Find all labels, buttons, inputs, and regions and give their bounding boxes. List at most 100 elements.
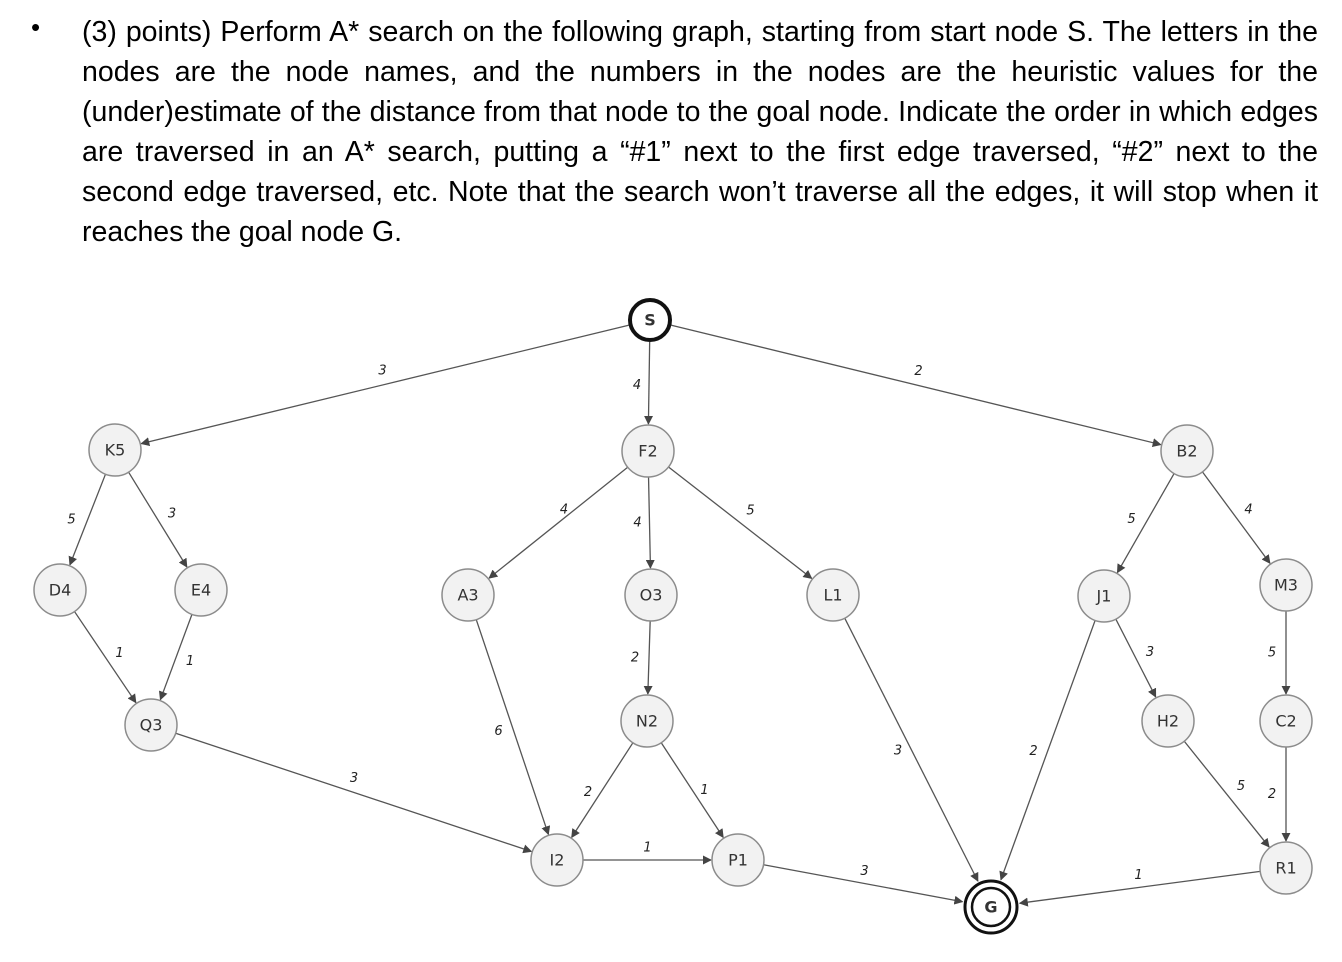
edge-S-F — [644, 341, 654, 425]
node-label: R1 — [1275, 859, 1296, 878]
node-label: E4 — [191, 581, 211, 600]
edge-weight-B-M: 4 — [1244, 503, 1252, 518]
edge-weight-O-N: 2 — [631, 651, 639, 666]
edge-L-G — [844, 617, 979, 882]
node-label: D4 — [49, 581, 72, 600]
node-label: A3 — [457, 586, 478, 605]
edge-Q-I — [175, 732, 533, 854]
node-F: F2 — [621, 424, 675, 478]
bullet-point: • — [31, 12, 41, 42]
edge-F-O — [645, 476, 655, 569]
node-E: E4 — [174, 563, 228, 617]
edge-weight-F-A: 4 — [560, 503, 568, 518]
node-label: O3 — [640, 586, 663, 605]
node-label: N2 — [636, 712, 658, 731]
edge-weight-N-I: 2 — [584, 785, 592, 800]
node-circle — [624, 568, 678, 622]
node-S: S — [628, 298, 672, 342]
edge-weight-S-K: 3 — [378, 364, 386, 379]
edge-H-R — [1183, 740, 1270, 848]
edge-weight-S-B: 2 — [914, 364, 922, 379]
node-circle — [441, 568, 495, 622]
edge-weight-F-O: 4 — [633, 516, 641, 531]
node-Q: Q3 — [124, 698, 178, 752]
node-O: O3 — [624, 568, 678, 622]
node-I: I2 — [530, 833, 584, 887]
node-label: K5 — [105, 441, 126, 460]
edge-F-A — [488, 466, 629, 579]
edge-weight-C-R: 2 — [1268, 787, 1276, 802]
node-label: I2 — [550, 851, 565, 870]
node-circle — [1259, 558, 1313, 612]
node-K: K5 — [88, 423, 142, 477]
edge-B-M — [1201, 471, 1271, 565]
node-label: G — [984, 898, 997, 917]
edge-J-H — [1115, 618, 1157, 698]
node-label: J1 — [1096, 587, 1112, 606]
node-circle — [1141, 694, 1195, 748]
node-J: J1 — [1077, 569, 1131, 623]
node-P: P1 — [711, 833, 765, 887]
node-label: B2 — [1176, 442, 1197, 461]
edge-E-Q — [158, 614, 193, 701]
node-C: C2 — [1259, 694, 1313, 748]
edge-weight-N-P: 1 — [700, 783, 708, 798]
node-R: R1 — [1259, 841, 1313, 895]
edge-weight-Q-I: 3 — [350, 771, 358, 786]
node-circle — [1077, 569, 1131, 623]
node-circle — [174, 563, 228, 617]
edge-J-G — [999, 620, 1096, 881]
edge-weight-H-R: 5 — [1237, 779, 1245, 794]
edge-weight-D-Q: 1 — [115, 646, 123, 661]
node-circle — [806, 568, 860, 622]
node-label: S — [644, 311, 656, 330]
edge-D-Q — [73, 611, 137, 704]
edge-weight-J-H: 3 — [1146, 645, 1154, 660]
question-text: (3) points) Perform A* search on the fol… — [82, 16, 1318, 248]
edge-weight-M-C: 5 — [1268, 646, 1276, 661]
edge-R-G — [1018, 870, 1261, 907]
edge-weight-P-G: 3 — [860, 864, 868, 879]
question-block: • (3) points) Perform A* search on the f… — [0, 0, 1342, 260]
node-circle — [621, 424, 675, 478]
edge-weight-L-G: 3 — [894, 744, 902, 759]
edge-weight-A-I: 6 — [494, 724, 502, 739]
node-D: D4 — [33, 563, 87, 617]
edge-N-P — [660, 742, 724, 839]
node-circle — [124, 698, 178, 752]
edge-weight-B-J: 5 — [1127, 512, 1135, 527]
edge-weight-F-L: 5 — [746, 504, 754, 519]
edge-S-K — [140, 324, 629, 447]
edge-weight-R-G: 1 — [1134, 868, 1142, 883]
edge-weight-J-G: 2 — [1029, 744, 1037, 759]
node-circle — [1259, 841, 1313, 895]
node-circle — [620, 694, 674, 748]
node-L: L1 — [806, 568, 860, 622]
goal-node-inner-ring — [970, 886, 1012, 928]
node-label: M3 — [1274, 576, 1298, 595]
node-circle — [1259, 694, 1313, 748]
node-circle — [1160, 424, 1214, 478]
node-circle — [711, 833, 765, 887]
node-circle — [33, 563, 87, 617]
edge-weight-S-F: 4 — [633, 378, 641, 393]
node-H: H2 — [1141, 694, 1195, 748]
edge-weight-K-E: 3 — [168, 507, 176, 522]
node-label: F2 — [638, 442, 657, 461]
start-node-circle — [628, 298, 672, 342]
node-G: G — [963, 879, 1019, 935]
edge-weight-K-D: 5 — [67, 513, 75, 528]
node-label: C2 — [1275, 712, 1296, 731]
node-A: A3 — [441, 568, 495, 622]
node-B: B2 — [1160, 424, 1214, 478]
edge-F-L — [668, 466, 813, 579]
node-circle — [88, 423, 142, 477]
node-M: M3 — [1259, 558, 1313, 612]
node-label: Q3 — [140, 716, 163, 735]
node-N: N2 — [620, 694, 674, 748]
edge-weight-I-P: 1 — [643, 841, 651, 856]
edge-S-B — [671, 324, 1162, 448]
